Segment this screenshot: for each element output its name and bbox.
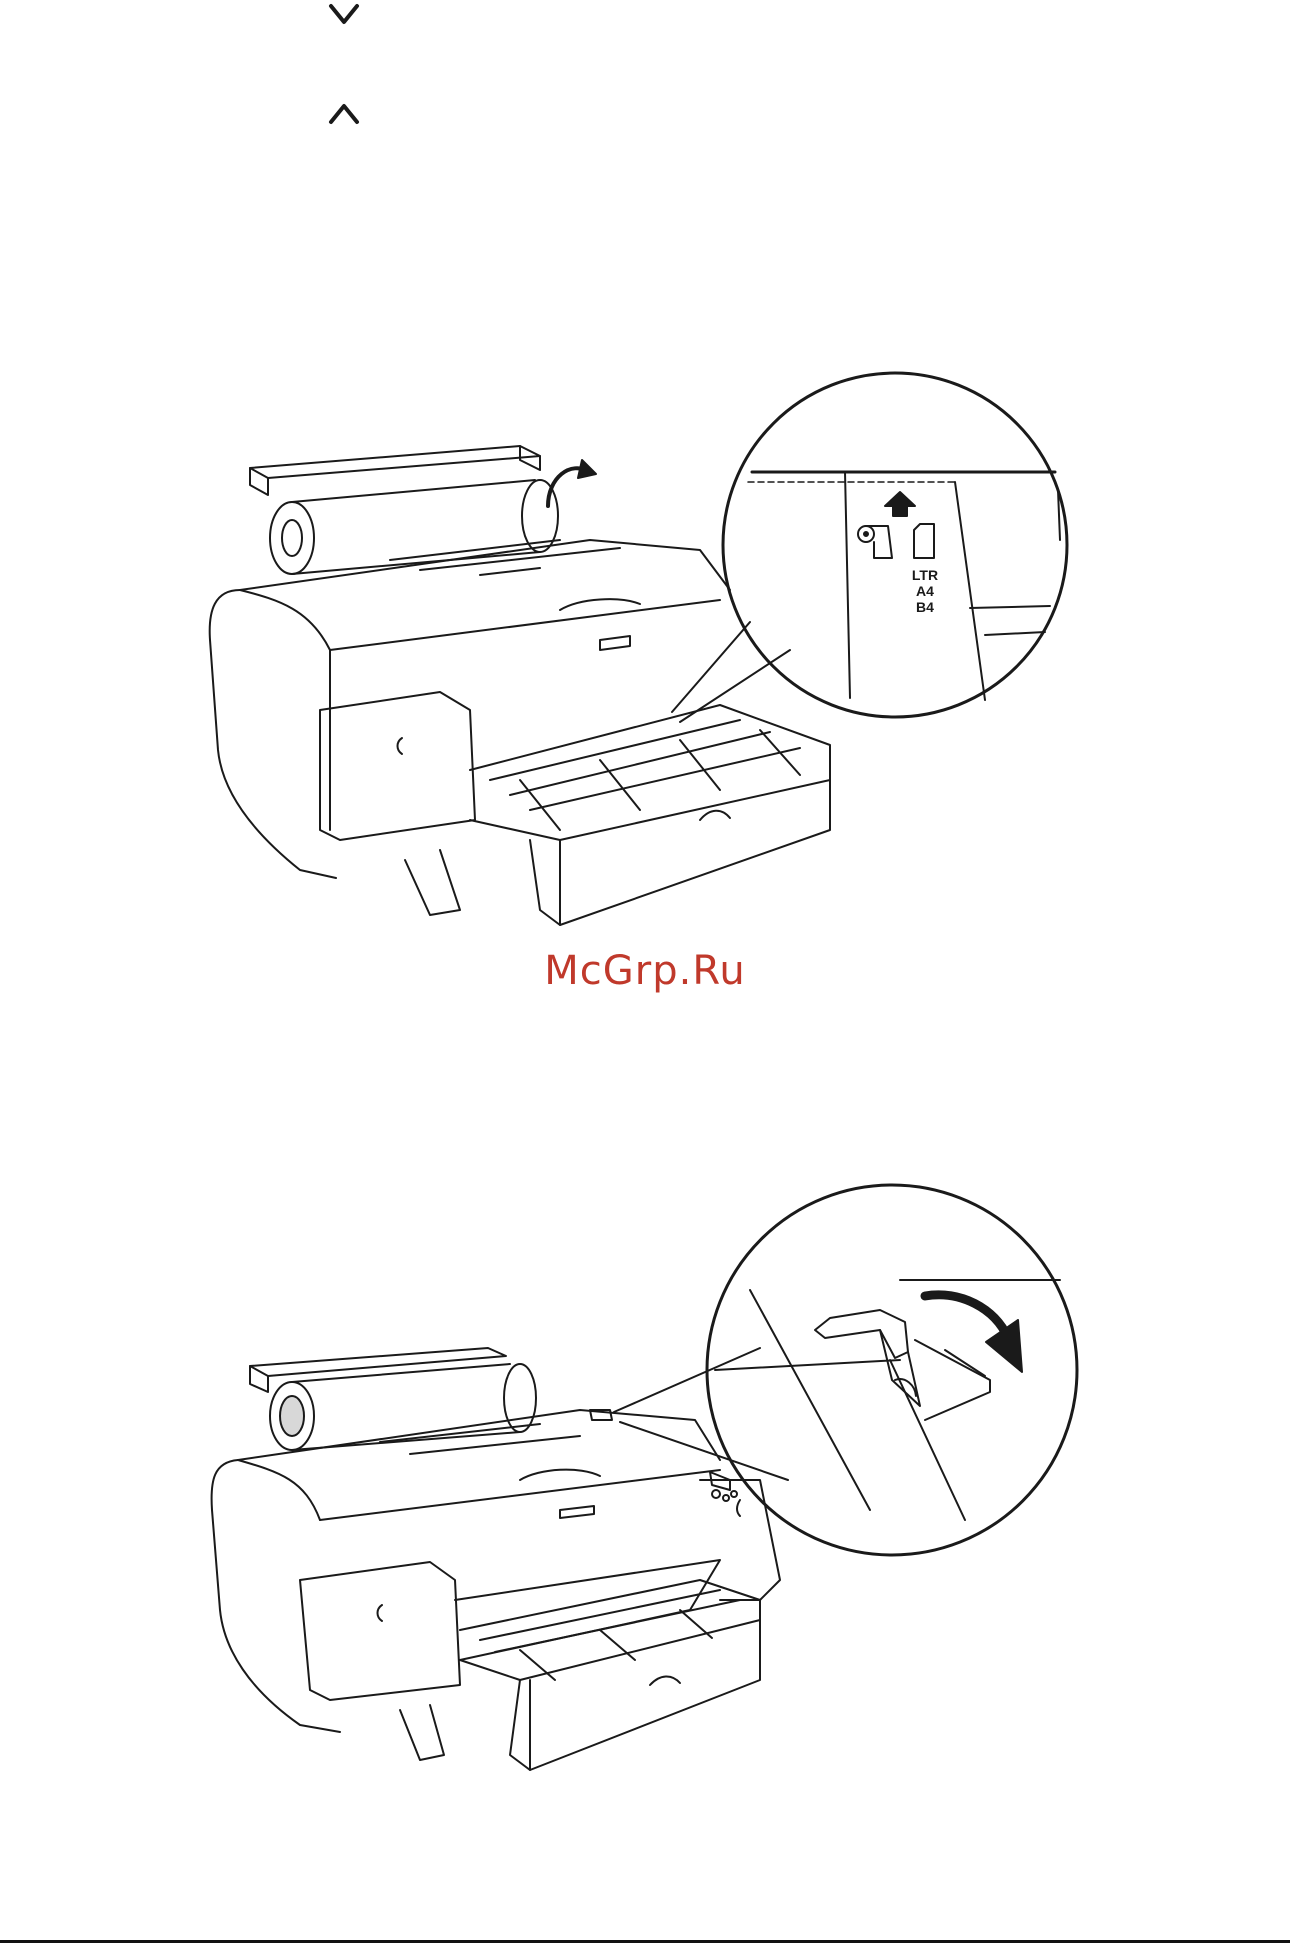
chevron-down-icon: [326, 0, 362, 30]
chevron-up-icon: [326, 98, 362, 128]
printer-illustration-paper-guide: LTR A4 B4: [0, 360, 1290, 940]
watermark: McGrp.Ru: [0, 948, 1290, 994]
paper-size-label-b4: B4: [916, 599, 934, 615]
printer-illustration-lever: [0, 1180, 1290, 1780]
paper-size-label-ltr: LTR: [912, 567, 938, 583]
footer-rule: [0, 1940, 1290, 1943]
paper-size-label-a4: A4: [916, 583, 934, 599]
